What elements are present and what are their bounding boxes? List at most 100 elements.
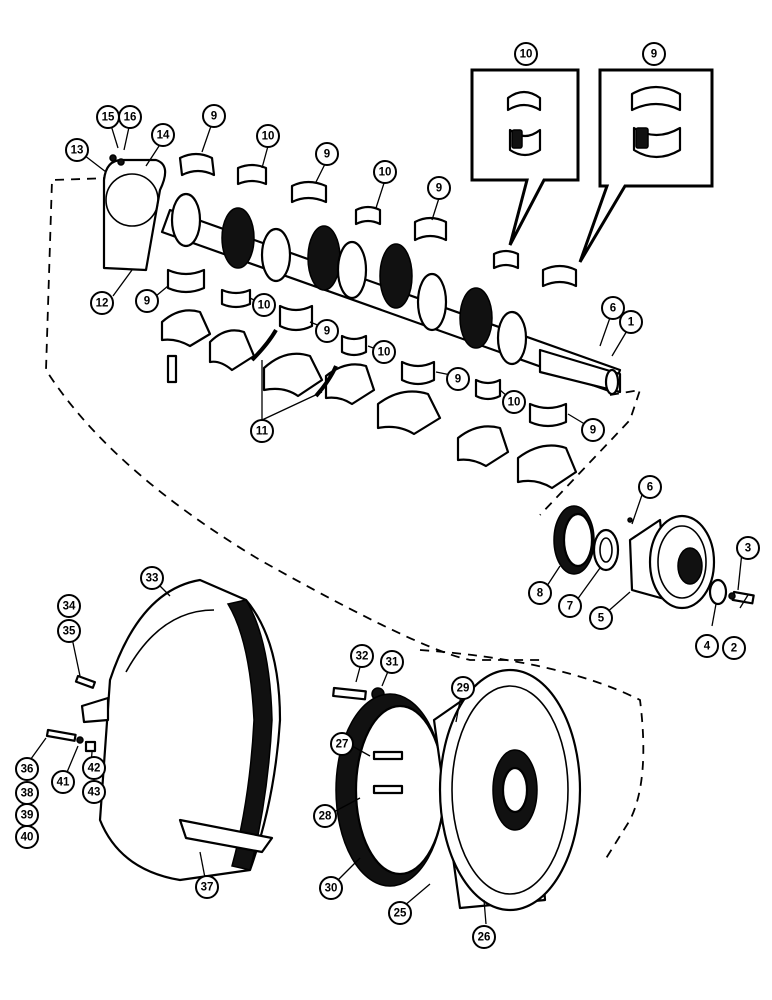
callout-number: 9 bbox=[436, 183, 442, 195]
callout-number: 8 bbox=[537, 588, 544, 600]
callout-number: 13 bbox=[71, 145, 84, 157]
inset-bearing-10 bbox=[470, 68, 580, 246]
callout-9f: 9 bbox=[135, 289, 159, 313]
callout-circle bbox=[373, 160, 397, 184]
callout-9h: 9 bbox=[446, 367, 470, 391]
callout-circle bbox=[118, 105, 142, 129]
callout-9a: 9 bbox=[642, 42, 666, 66]
callout-10c: 10 bbox=[373, 160, 397, 184]
inset-bearing-9 bbox=[578, 68, 714, 263]
callout-14: 14 bbox=[151, 123, 175, 147]
callout-3: 3 bbox=[736, 536, 760, 560]
rear-seal-retainer bbox=[102, 154, 167, 272]
callout-32: 32 bbox=[350, 644, 374, 668]
callout-circle bbox=[638, 475, 662, 499]
callout-10e: 10 bbox=[372, 340, 396, 364]
callout-circle bbox=[581, 418, 605, 442]
callout-number: 15 bbox=[102, 112, 115, 124]
callout-number: 10 bbox=[378, 347, 391, 359]
callout-number: 30 bbox=[325, 883, 338, 895]
callout-5: 5 bbox=[589, 606, 613, 630]
callout-number: 10 bbox=[508, 397, 521, 409]
callout-circle bbox=[451, 676, 475, 700]
callout-circle bbox=[315, 319, 339, 343]
callout-circle bbox=[589, 606, 613, 630]
callout-number: 6 bbox=[647, 482, 653, 494]
callout-34: 34 bbox=[57, 594, 81, 618]
callout-8: 8 bbox=[528, 581, 552, 605]
callout-number: 29 bbox=[457, 683, 470, 695]
timing-gear bbox=[553, 505, 595, 575]
callout-2: 2 bbox=[722, 636, 746, 660]
callout-circle bbox=[82, 756, 106, 780]
callout-circle bbox=[315, 142, 339, 166]
alignment-dashed-line bbox=[419, 649, 645, 861]
callout-number: 14 bbox=[157, 130, 170, 142]
callout-number: 40 bbox=[21, 832, 34, 844]
callout-number: 34 bbox=[63, 601, 76, 613]
callout-number: 6 bbox=[610, 303, 616, 315]
callout-circle bbox=[256, 124, 280, 148]
callout-number: 11 bbox=[256, 426, 269, 438]
callout-circle bbox=[502, 390, 526, 414]
callout-circle bbox=[319, 876, 343, 900]
callout-9c: 9 bbox=[202, 104, 226, 128]
callout-circle bbox=[195, 875, 219, 899]
flywheel bbox=[432, 668, 582, 912]
callout-circle bbox=[528, 581, 552, 605]
callout-number: 28 bbox=[319, 811, 332, 823]
callout-number: 39 bbox=[21, 810, 34, 822]
callout-circle bbox=[15, 825, 39, 849]
callout-11: 11 bbox=[250, 419, 274, 443]
main-bearing-caps bbox=[160, 309, 578, 490]
callout-number: 36 bbox=[21, 764, 34, 776]
callout-circle bbox=[695, 634, 719, 658]
callout-number: 38 bbox=[21, 788, 34, 800]
callout-circle bbox=[65, 138, 89, 162]
callout-10d: 10 bbox=[252, 293, 276, 317]
callout-circle bbox=[514, 42, 538, 66]
callout-number: 42 bbox=[88, 763, 101, 775]
flywheel-ring bbox=[335, 693, 446, 887]
callout-35: 35 bbox=[57, 619, 81, 643]
callout-29: 29 bbox=[451, 676, 475, 700]
callout-number: 41 bbox=[57, 777, 70, 789]
callout-31: 31 bbox=[380, 650, 404, 674]
callout-circle bbox=[472, 925, 496, 949]
alignment-dashed-line bbox=[45, 177, 540, 661]
callout-number: 10 bbox=[379, 167, 392, 179]
callout-number: 27 bbox=[336, 739, 349, 751]
callout-number: 9 bbox=[651, 49, 657, 61]
callout-number: 9 bbox=[324, 326, 330, 338]
callout-number: 35 bbox=[63, 626, 76, 638]
callout-circle bbox=[330, 732, 354, 756]
callout-40: 40 bbox=[15, 825, 39, 849]
callout-number: 10 bbox=[258, 300, 271, 312]
flywheel-housing bbox=[80, 578, 282, 882]
callout-27: 27 bbox=[330, 732, 354, 756]
callout-circle bbox=[722, 636, 746, 660]
callout-circle bbox=[558, 594, 582, 618]
callout-number: 7 bbox=[567, 601, 573, 613]
callout-circle bbox=[601, 296, 625, 320]
callout-33: 33 bbox=[140, 566, 164, 590]
callout-number: 25 bbox=[394, 908, 407, 920]
housing-gasket bbox=[178, 818, 274, 854]
callout-number: 9 bbox=[455, 374, 461, 386]
callout-42: 42 bbox=[82, 756, 106, 780]
callout-number: 4 bbox=[704, 641, 711, 653]
callout-circle bbox=[388, 901, 412, 925]
callout-30: 30 bbox=[319, 876, 343, 900]
callout-39: 39 bbox=[15, 803, 39, 827]
callout-circle bbox=[619, 310, 643, 334]
callout-number: 26 bbox=[478, 932, 491, 944]
callout-26: 26 bbox=[472, 925, 496, 949]
callout-9e: 9 bbox=[427, 176, 451, 200]
callout-circle bbox=[642, 42, 666, 66]
callout-10f: 10 bbox=[502, 390, 526, 414]
callout-4: 4 bbox=[695, 634, 719, 658]
callout-number: 3 bbox=[745, 543, 751, 555]
callout-number: 1 bbox=[628, 317, 635, 329]
callout-10b: 10 bbox=[256, 124, 280, 148]
callout-number: 31 bbox=[386, 657, 399, 669]
